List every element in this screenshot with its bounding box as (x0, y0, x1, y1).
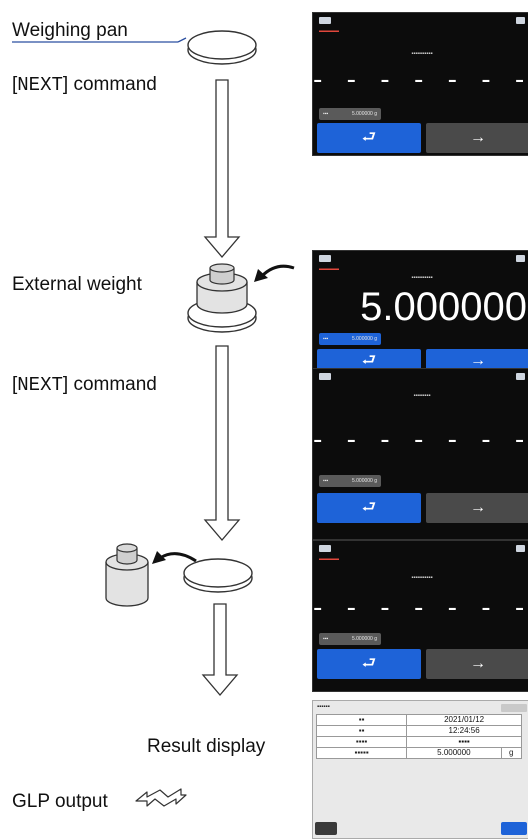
next-command-keyword: NEXT (17, 374, 63, 396)
screen-message-jp: ▪▪▪▪▪▪▪▪▪▪ (411, 51, 433, 57)
next-command-bracket: [ (12, 74, 18, 95)
status-badge (319, 373, 331, 380)
status-badge (516, 255, 525, 262)
balance-screen-3: ▪▪▪▪▪▪▪▪ - - - - - - - - ▪▪▪5.000000 g ⮐… (312, 368, 528, 540)
next-button[interactable]: → (426, 349, 528, 371)
result-mode-jp: ▪▪▪▪ (406, 736, 522, 748)
glp-output-label: GLP output (12, 791, 108, 812)
mode-label-jp: ▬▬▬▬ (319, 28, 339, 34)
place-weight-arrow (254, 264, 295, 282)
reference-weight-field: ▪▪▪5.000000 g (319, 475, 381, 487)
reference-weight-field: ▪▪▪5.000000 g (319, 108, 381, 120)
remove-weight-arrow (152, 551, 197, 564)
mode-label-jp: ▬▬▬▬ (319, 266, 339, 272)
back-button[interactable]: ⮐ (317, 493, 421, 523)
result-date: 2021/01/12 (406, 714, 522, 726)
next-command-bracket: [ (12, 374, 18, 395)
result-screen: ▪▪▪▪▪▪ ▪▪2021/01/12 ▪▪12:24:56 ▪▪▪▪▪▪▪▪ … (312, 700, 528, 839)
weighing-pan-2 (183, 558, 253, 593)
status-badge (516, 373, 525, 380)
status-badge (319, 255, 331, 262)
row-label-jp: ▪▪ (315, 725, 408, 737)
result-unit: g (500, 747, 522, 759)
mode-label-jp: ▬▬▬▬ (319, 556, 339, 562)
result-table: ▪▪2021/01/12 ▪▪12:24:56 ▪▪▪▪▪▪▪▪ ▪▪▪▪▪5.… (315, 714, 522, 759)
status-badge (319, 17, 331, 24)
external-weight-on-pan (187, 263, 257, 333)
table-row: ▪▪12:24:56 (315, 725, 522, 737)
next-command-label-1: [NEXT] command (12, 74, 157, 96)
exit-button[interactable] (315, 822, 337, 835)
back-button[interactable]: ⮐ (317, 123, 421, 153)
balance-screen-1: ▬▬▬▬ ▪▪▪▪▪▪▪▪▪▪ - - - - - - - - ▪▪▪5.000… (312, 12, 528, 156)
removed-weight (105, 543, 149, 607)
glp-output-arrow-icon (135, 788, 187, 807)
weight-readout-value: 5.000000 (360, 285, 527, 329)
next-command-suffix: ] command (62, 74, 157, 95)
flow-arrow-1 (203, 79, 241, 259)
weight-readout-dashes: - - - - - - - - (313, 425, 528, 455)
table-row: ▪▪2021/01/12 (315, 714, 522, 726)
row-label-jp: ▪▪▪▪ (315, 736, 408, 748)
back-button[interactable]: ⮐ (317, 349, 421, 371)
print-button[interactable] (501, 822, 527, 835)
weighing-pan-label: Weighing pan (12, 20, 128, 41)
result-time: 12:24:56 (406, 725, 522, 737)
row-label-jp: ▪▪▪▪▪ (315, 747, 408, 759)
next-command-keyword: NEXT (17, 74, 63, 96)
screen-message-jp: ▪▪▪▪▪▪▪▪▪▪ (411, 275, 433, 281)
weighing-pan-leader-tip (177, 37, 187, 43)
screen-message-jp: ▪▪▪▪▪▪▪▪ (413, 393, 431, 399)
status-badge (516, 17, 525, 24)
screen-message-jp: ▪▪▪▪▪▪▪▪▪▪ (411, 575, 433, 581)
balance-screen-4: ▬▬▬▬ ▪▪▪▪▪▪▪▪▪▪ - - - - - - - - ▪▪▪5.000… (312, 540, 528, 692)
result-title-jp: ▪▪▪▪▪▪ (317, 704, 330, 710)
weight-readout-dashes: - - - - - - - - (313, 593, 528, 623)
result-weight-value: 5.000000 (406, 747, 502, 759)
reference-weight-field: ▪▪▪5.000000 g (319, 633, 381, 645)
back-button[interactable]: ⮐ (317, 649, 421, 679)
balance-screen-2: ▬▬▬▬ ▪▪▪▪▪▪▪▪▪▪ 5.000000 ▪▪▪5.000000 g ⮐… (312, 250, 528, 372)
reference-weight-field: ▪▪▪5.000000 g (319, 333, 381, 345)
flow-arrow-2 (203, 345, 241, 542)
weight-readout-dashes: - - - - - - - - (313, 65, 528, 95)
result-display-label: Result display (147, 736, 266, 757)
next-button[interactable]: → (426, 493, 528, 523)
next-button[interactable]: → (426, 649, 528, 679)
weighing-pan-1 (187, 30, 257, 65)
next-button[interactable]: → (426, 123, 528, 153)
status-badge (516, 545, 525, 552)
table-row: ▪▪▪▪▪▪▪▪ (315, 736, 522, 748)
flow-arrow-3 (201, 603, 239, 697)
status-badge (501, 704, 527, 712)
row-label-jp: ▪▪ (315, 714, 408, 726)
next-command-label-2: [NEXT] command (12, 374, 157, 396)
status-badge (319, 545, 331, 552)
result-footer (313, 820, 528, 838)
next-command-suffix: ] command (62, 374, 157, 395)
external-weight-label: External weight (12, 274, 142, 295)
